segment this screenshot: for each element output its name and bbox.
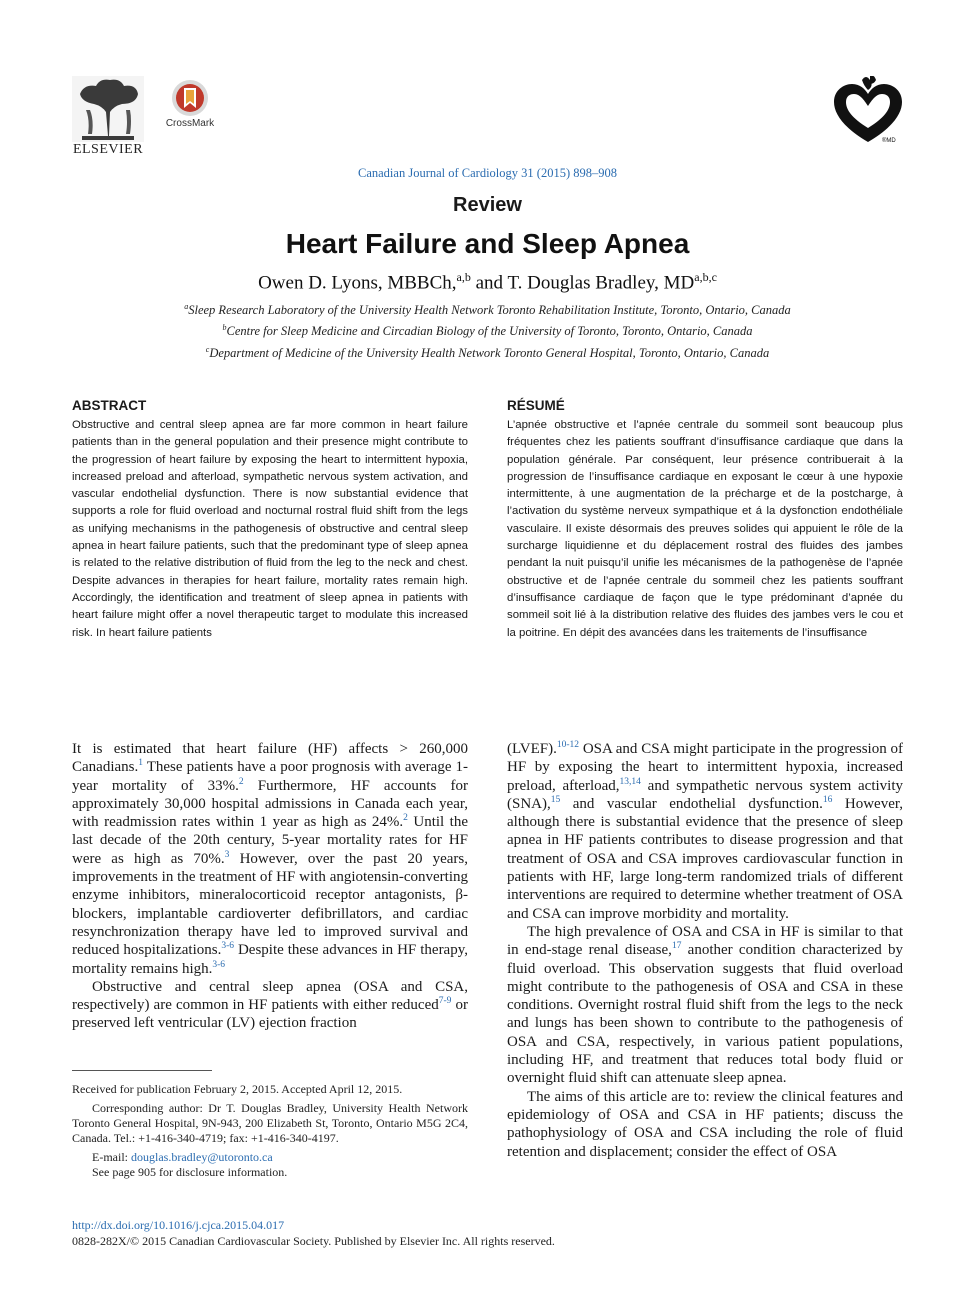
text-run: Despite these advances in HF therapy, mo… — [72, 942, 468, 977]
email-label: E-mail: — [92, 1150, 131, 1164]
disclosure-note: See page 905 for disclosure information. — [92, 1165, 288, 1179]
resume-section: RÉSUMÉ L’apnée obstructive et l’apnée ce… — [507, 398, 903, 642]
body-paragraph: The aims of this article are to: review … — [507, 1088, 903, 1161]
received-note: Received for publication February 2, 201… — [72, 1082, 403, 1096]
text-run: (LVEF). — [507, 741, 557, 757]
abstract-text: Obstructive and central sleep apnea are … — [72, 419, 468, 639]
text-run: The high prevalence of OSA and CSA in HF… — [507, 923, 903, 959]
affiliation-mark: c — [205, 345, 210, 354]
footnote-divider — [72, 1070, 212, 1071]
text-run: It is estimated that heart failure (HF) … — [72, 741, 468, 776]
affiliation-text: Sleep Research Laboratory of the Univers… — [188, 303, 791, 318]
citation-link[interactable]: 3-6 — [212, 959, 226, 970]
affiliation-b: bCentre for Sleep Medicine and Circadian… — [0, 323, 975, 339]
author-joiner: and — [470, 272, 508, 294]
body-paragraph: The high prevalence of OSA and CSA in HF… — [507, 923, 903, 1088]
affiliation-mark: b — [222, 323, 227, 332]
affiliation-text: Department of Medicine of the University… — [209, 346, 770, 361]
text-run: However, over the past 20 years, improve… — [72, 850, 469, 959]
citation-link[interactable]: 2 — [238, 776, 244, 787]
text-run: The aims of this article are to: review … — [507, 1088, 903, 1160]
email-note: E-mail: douglas.bradley@utoronto.ca — [72, 1150, 468, 1165]
text-run: Furthermore, HF accounts for approximate… — [72, 777, 469, 831]
resume-text: L’apnée obstructive et l’apnée centrale … — [507, 419, 903, 639]
resume-heading: RÉSUMÉ — [507, 398, 565, 413]
article-title: Heart Failure and Sleep Apnea — [285, 228, 690, 259]
citation-link[interactable]: 13,14 — [619, 776, 641, 787]
author-list: Owen D. Lyons, MBBCh,a,b and T. Douglas … — [0, 270, 975, 294]
citation-link[interactable]: 3 — [224, 849, 230, 860]
citation-link[interactable]: 15 — [550, 794, 561, 805]
body-column-left: It is estimated that heart failure (HF) … — [72, 740, 468, 1033]
citation-link[interactable]: 2 — [403, 813, 408, 824]
author-affiliation-marks: a,b,c — [694, 270, 717, 284]
citation-link[interactable]: 16 — [822, 794, 833, 805]
crossmark-badge[interactable]: CrossMark — [160, 78, 220, 134]
body-column-right: (LVEF).10-12 OSA and CSA might participa… — [507, 740, 903, 1161]
journal-citation-link[interactable]: Canadian Journal of Cardiology 31 (2015)… — [358, 166, 617, 180]
text-run: However, although there is substantial e… — [507, 795, 903, 922]
text-run: or preserved left ventricular (LV) eject… — [72, 997, 469, 1032]
article-section-label: Review — [453, 194, 522, 216]
text-run: Until the last decade of the 20th centur… — [72, 814, 468, 867]
corresponding-author-note: Corresponding author: Dr T. Douglas Brad… — [72, 1101, 468, 1145]
crossmark-icon — [172, 80, 208, 116]
society-logo: ®MD — [830, 75, 906, 148]
citation-link[interactable]: 7-9 — [438, 996, 452, 1007]
author-name: T. Douglas Bradley, MD — [507, 272, 695, 294]
abstract-section: ABSTRACT Obstructive and central sleep a… — [72, 398, 468, 642]
doi-link[interactable]: http://dx.doi.org/10.1016/j.cjca.2015.04… — [72, 1218, 285, 1232]
heart-society-icon — [834, 75, 902, 142]
affiliation-a: aSleep Research Laboratory of the Univer… — [0, 302, 975, 318]
text-run: and sympathetic nervous system activity … — [507, 777, 904, 812]
text-run: Obstructive and central sleep apnea (OSA… — [72, 978, 468, 1014]
affiliation-mark: a — [184, 302, 189, 311]
text-run: OSA and CSA might participate in the pro… — [507, 741, 903, 794]
email-link[interactable]: douglas.bradley@utoronto.ca — [131, 1150, 273, 1164]
abstract-heading: ABSTRACT — [72, 398, 147, 413]
text-run: another condition characterized by fluid… — [507, 942, 903, 1087]
body-paragraph: It is estimated that heart failure (HF) … — [72, 740, 468, 978]
citation-link[interactable]: 10-12 — [556, 740, 580, 750]
text-run: and vascular endothelial dysfunction. — [560, 795, 823, 812]
copyright-line: 0828-282X/© 2015 Canadian Cardiovascular… — [72, 1234, 555, 1248]
body-paragraph: Obstructive and central sleep apnea (OSA… — [72, 978, 468, 1033]
affiliation-c: cDepartment of Medicine of the Universit… — [0, 345, 975, 361]
citation-link[interactable]: 1 — [138, 758, 143, 769]
body-paragraph: (LVEF).10-12 OSA and CSA might participa… — [507, 740, 903, 923]
elsevier-logo[interactable]: ELSEVIER — [68, 76, 148, 160]
society-mark-text: ®MD — [882, 138, 896, 144]
affiliation-text: Centre for Sleep Medicine and Circadian … — [226, 324, 753, 339]
text-run: These patients have a poor prognosis wit… — [72, 759, 468, 794]
elsevier-tree-icon — [72, 76, 144, 142]
elsevier-wordmark: ELSEVIER — [72, 142, 144, 157]
citation-link[interactable]: 3-6 — [221, 941, 235, 952]
citation-link[interactable]: 17 — [671, 941, 682, 952]
author-name: Owen D. Lyons, MBBCh, — [258, 272, 457, 294]
crossmark-label: CrossMark — [165, 118, 215, 129]
author-affiliation-marks: a,b — [456, 270, 471, 284]
footnotes: Received for publication February 2, 201… — [72, 1082, 468, 1184]
